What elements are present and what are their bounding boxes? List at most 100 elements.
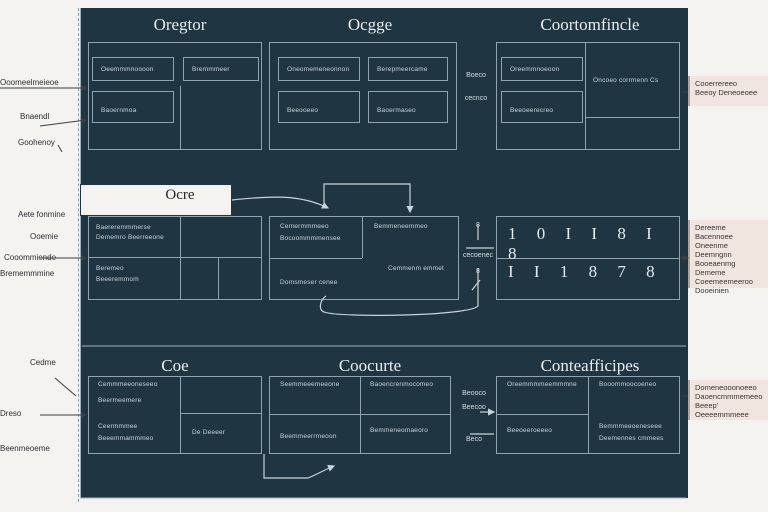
right-note-top: Cooerrereeo Beeoy Deneoeoee bbox=[688, 76, 768, 106]
right-note-mid-line-2: Bacennoee Oneenme bbox=[695, 232, 733, 250]
bot-col1-cell-3: Ceermmmee bbox=[98, 423, 138, 430]
left-label-mid-1: Aete fonmine bbox=[18, 210, 66, 219]
top-col2-cell-3: Beeooeeo bbox=[278, 91, 360, 123]
bot-col1-cell-5: De Deeeer bbox=[192, 429, 226, 436]
right-note-mid-line-5: Dooeinien bbox=[695, 286, 729, 295]
header-col1-bot: Coe bbox=[161, 356, 189, 375]
top-col2-cell-2: Berepmeercame bbox=[368, 57, 448, 81]
bot-col3-cell-4: Bemmmeeoeneseee bbox=[599, 423, 662, 430]
bot-mid-label-1: Beooco bbox=[462, 390, 486, 397]
top-col3-hline bbox=[585, 117, 680, 118]
header-col3-top: Coortomfincle bbox=[540, 15, 640, 34]
mid-col3-sequence-top: 1 0 I I 8 I 8 bbox=[508, 224, 660, 263]
header-col1-top: Oregtor bbox=[153, 15, 207, 34]
bot-col1-cell-2: Beermeemere bbox=[98, 397, 142, 404]
bot-col3-cell-5: Deemennes cmmees bbox=[599, 435, 664, 442]
left-label-mid-3: Cooommiende bbox=[4, 253, 57, 262]
left-label-bot-3: Beenmeoeme bbox=[0, 444, 50, 453]
bot-col2-divider bbox=[360, 376, 361, 454]
right-note-top-line-2: Beeoy Deneoeoee bbox=[695, 88, 758, 97]
left-label-bot-2: Dreso bbox=[0, 409, 22, 418]
top-col3-cell-1: Oreemmnoeoon bbox=[501, 57, 583, 81]
bot-col3-hline bbox=[496, 414, 588, 415]
header-col2-top: Ocgge bbox=[347, 15, 393, 34]
top-col3-cell-2: Oncoeo corrmenn Cs bbox=[593, 77, 659, 84]
mid-col2-cell-3: Bemmeneemmeo bbox=[374, 223, 428, 230]
header-col1-mid: Ocre bbox=[165, 187, 195, 203]
ocre-label-box bbox=[80, 184, 232, 216]
mid-col1-cell-1: Baereremmmerse bbox=[96, 224, 151, 231]
top-col1-divider bbox=[180, 86, 181, 150]
top-col1-cell-1: Oeemmmnoooon bbox=[92, 57, 174, 81]
mid-col1-frame bbox=[88, 216, 262, 300]
mid-col2-cell-5: Domsmeser cenee bbox=[280, 279, 338, 286]
top-mid-label-1: Boeco bbox=[466, 72, 486, 79]
mid-col2-hline bbox=[269, 258, 362, 259]
mid-col2-cell-4: Cemmenm emmet bbox=[388, 265, 445, 272]
bot-col1-cell-4: Beeemmammmeo bbox=[98, 435, 154, 442]
left-label-top-1: Ooomeelmeieoe bbox=[0, 78, 59, 87]
arrow-bot-col2 bbox=[263, 454, 336, 479]
mid-col2-divider bbox=[362, 216, 363, 258]
top-col1-cell-2: Bremmmeer bbox=[183, 57, 259, 81]
bot-col3-cell-1: Oreemmmmeemmmne bbox=[507, 381, 577, 388]
arrow-mid-return bbox=[319, 268, 479, 316]
top-col3-frame bbox=[496, 42, 680, 150]
bot-col2-cell-3: Beemmeerrmeoon bbox=[280, 433, 337, 440]
bot-col2-cell-4: Bemmeneomaeoro bbox=[370, 427, 429, 434]
bot-col3-cell-3: Beeoeeroeeeo bbox=[507, 427, 553, 434]
mid-col3-hline bbox=[496, 258, 680, 259]
bot-mid-label-2: Beecoo bbox=[462, 404, 486, 411]
top-mid-label-2: cecnco bbox=[464, 95, 488, 102]
header-col3-bot: Conteafficipes bbox=[540, 356, 640, 375]
left-label-mid-2: Ooemie bbox=[30, 232, 59, 241]
arrow-ocre-to-col2 bbox=[231, 196, 330, 209]
right-note-bot-line-1: Domeneooonoeeo bbox=[695, 383, 757, 392]
bot-col1-divider bbox=[180, 376, 181, 454]
left-label-top-2: Bnaendl bbox=[20, 112, 50, 121]
bot-col1-frame bbox=[88, 376, 262, 454]
mid-mid-label-2: cecoenec bbox=[463, 252, 493, 259]
left-arrow-top-2 bbox=[39, 117, 87, 127]
right-note-bot: Domeneooonoeeo Daoencmmmemeeo Beeep' Oee… bbox=[688, 380, 768, 420]
bot-col2-hline bbox=[269, 414, 451, 415]
left-guide-line bbox=[78, 8, 79, 502]
right-note-mid-line-1: Dereeme bbox=[695, 223, 726, 232]
bot-col2-cell-1: Seemmeeemeeone bbox=[280, 381, 340, 388]
top-col1-frame bbox=[88, 42, 262, 150]
bot-mid-label-3: Beco bbox=[466, 436, 482, 443]
mid-col3-sequence-bottom: I I 1 8 7 8 bbox=[508, 262, 663, 281]
right-note-top-line-1: Cooerrereeo bbox=[695, 79, 738, 88]
mid-col2-cell-2: Bocoommmmensee bbox=[280, 235, 341, 242]
left-label-bot-1: Cedme bbox=[30, 358, 56, 367]
header-col2-bot: Coocurte bbox=[338, 356, 402, 375]
bot-col3-cell-2: Booommoocoeneo bbox=[599, 381, 657, 388]
mid-col1-cell-3: Beremeo bbox=[96, 265, 124, 272]
top-col3-cell-3: Beeoeerecreo bbox=[501, 91, 583, 123]
left-label-top-3: Goohenoy bbox=[18, 138, 55, 147]
arrow-loop-col2 bbox=[323, 183, 414, 214]
top-col2-cell-1: Oneomemeneonnon bbox=[278, 57, 360, 81]
top-col2-cell-4: Baoermaseo bbox=[368, 91, 448, 123]
mid-col1-divider bbox=[180, 216, 181, 300]
mid-col1-cell-4: Beeeremmom bbox=[96, 276, 139, 283]
mid-col1-cell-2: Dememro Beerreeone bbox=[96, 234, 164, 241]
bot-col3-divider bbox=[588, 376, 589, 454]
left-tick-top bbox=[57, 144, 63, 153]
bot-col2-cell-2: Baoencrenmocomeo bbox=[370, 381, 434, 388]
right-note-mid-line-4: Dememe Coeemeemeeroo bbox=[695, 268, 753, 286]
top-col3-divider bbox=[585, 42, 586, 150]
right-note-mid-line-3: Deemngnn Booeaenmg bbox=[695, 250, 736, 268]
diagram-board bbox=[80, 8, 688, 498]
mid-col2-cell-1: Cemermmmeeo fermed bbox=[280, 223, 329, 230]
left-label-mid-4: Brememmmine bbox=[0, 269, 55, 278]
top-col2-frame bbox=[269, 42, 457, 150]
mid-col1-divider-2 bbox=[218, 257, 219, 300]
right-note-bot-line-3: Beeep' Oeeeemmmeee bbox=[695, 401, 749, 419]
mid-col1-hline bbox=[88, 257, 262, 258]
right-note-bot-line-2: Daoencmmmemeeo bbox=[695, 392, 763, 401]
tick-mid-col3-2 bbox=[471, 279, 481, 291]
bot-col1-cell-1: Cemmmeeoneseeo bbox=[98, 381, 158, 388]
right-note-mid: Dereeme Bacennoee Oneenme Deemngnn Booea… bbox=[688, 220, 768, 295]
